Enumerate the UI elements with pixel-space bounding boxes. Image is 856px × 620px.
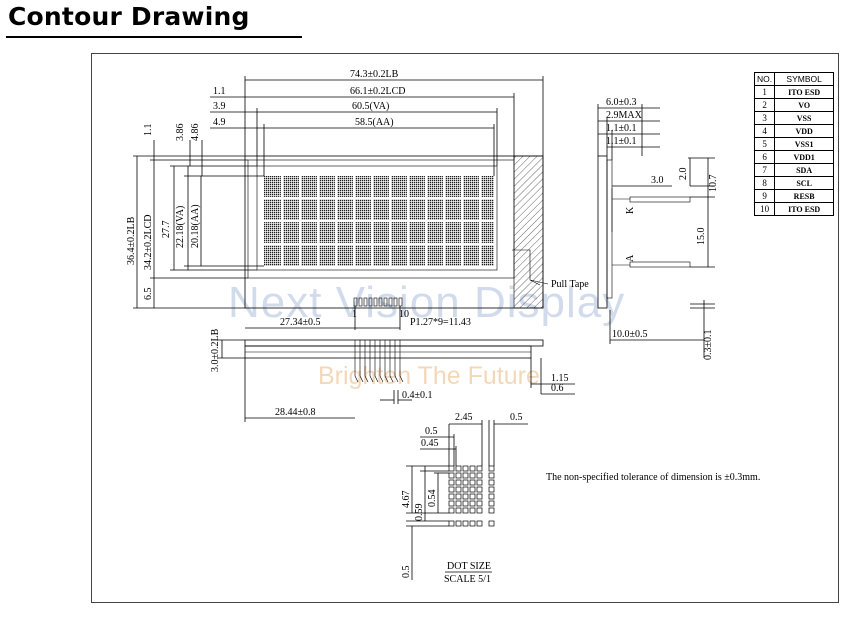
dot-size-label: DOT SIZE bbox=[447, 561, 491, 572]
pin1-label: 1 bbox=[352, 309, 357, 320]
pin-no: 4 bbox=[753, 124, 776, 138]
dim-fpc-offset: 28.44±0.8 bbox=[275, 407, 316, 418]
dim-6-5: 6.5 bbox=[143, 288, 154, 301]
pin-symbol: SCL bbox=[774, 176, 835, 190]
dim-va-width: 60.5(VA) bbox=[352, 101, 389, 112]
dot-scale-label: SCALE 5/1 bbox=[444, 574, 491, 585]
pin-symbol: VDD bbox=[774, 124, 835, 138]
pin-no: 7 bbox=[753, 163, 776, 177]
dim-height-lb: 36.4±0.2LB bbox=[126, 216, 137, 265]
dim-side-1-1b: 1.1±0.1 bbox=[606, 136, 637, 147]
pin-symbol: VSS bbox=[774, 111, 835, 125]
dim-dot-4-67: 4.67 bbox=[401, 491, 412, 509]
dim-v-4-86: 4.86 bbox=[190, 124, 201, 142]
dim-pin-pitch: P1.27*9=11.43 bbox=[410, 317, 471, 328]
pin-symbol: ITO ESD bbox=[774, 85, 835, 99]
dim-side-6-0: 6.0±0.3 bbox=[606, 97, 637, 108]
char-grid bbox=[264, 176, 494, 266]
dim-side-10-7: 10.7 bbox=[708, 175, 719, 193]
viewing-area bbox=[256, 165, 498, 271]
dim-aa-height: 20.18(AA) bbox=[190, 204, 201, 248]
dim-side-0-3: 0.3±0.1 bbox=[703, 330, 714, 361]
pin-no: 1 bbox=[753, 85, 776, 99]
dim-v-1-1: 1.1 bbox=[143, 124, 154, 137]
dim-pin-offset: 27.34±0.5 bbox=[280, 317, 321, 328]
dim-dot-0-45: 0.45 bbox=[421, 438, 439, 449]
dim-27-7: 27.7 bbox=[161, 221, 172, 239]
dim-side-15-0: 15.0 bbox=[696, 228, 707, 246]
dim-1-1: 1.1 bbox=[213, 86, 226, 97]
pin-symbol: VSS1 bbox=[774, 137, 835, 151]
dim-dot-0-5a: 0.5 bbox=[425, 426, 438, 437]
pin-table-header-no: NO. bbox=[753, 72, 776, 86]
pin-no: 3 bbox=[753, 111, 776, 125]
dim-dot-0-54: 0.54 bbox=[427, 490, 438, 508]
pull-tape-label: Pull Tape bbox=[551, 279, 589, 290]
pin-symbol: VO bbox=[774, 98, 835, 112]
pin-symbol: VDD1 bbox=[774, 150, 835, 164]
dim-dot-0-5-top: 0.5 bbox=[510, 412, 523, 423]
drawing-frame bbox=[91, 53, 839, 603]
side-view: 6.0±0.3 2.9MAX 1.1±0.1 1.1±0.1 2.0 10.7 … bbox=[597, 97, 719, 361]
pin-no: 8 bbox=[753, 176, 776, 190]
pin-table-header: NO. SYMBOL bbox=[753, 72, 835, 86]
hatched-edge bbox=[513, 155, 544, 309]
dim-dot-0-59: 0.59 bbox=[414, 504, 425, 522]
dim-overall-width: 74.3±0.2LB bbox=[350, 69, 399, 80]
dim-side-2-0: 2.0 bbox=[678, 168, 689, 181]
dim-side-1-1a: 1.1±0.1 bbox=[606, 123, 637, 134]
dim-side-10-0: 10.0±0.5 bbox=[612, 329, 648, 340]
dim-height-lcd: 34.2±0.2LCD bbox=[143, 215, 154, 271]
pin-symbol: ITO ESD bbox=[774, 202, 835, 216]
dim-0-6: 0.6 bbox=[551, 383, 564, 394]
pin-symbol: SDA bbox=[774, 163, 835, 177]
lcd-glass bbox=[247, 159, 515, 279]
pin-table-header-symbol: SYMBOL bbox=[774, 72, 835, 86]
label-k: K bbox=[625, 206, 636, 214]
pin10-label: 10 bbox=[399, 309, 409, 320]
label-a: A bbox=[625, 254, 636, 262]
dim-v-3-86: 3.86 bbox=[175, 124, 186, 142]
page-heading: Contour Drawing bbox=[8, 2, 250, 31]
pin-no: 9 bbox=[753, 189, 776, 203]
pin-symbol: RESB bbox=[774, 189, 835, 203]
dim-3-9: 3.9 bbox=[213, 101, 226, 112]
dim-lcd-width: 66.1±0.2LCD bbox=[350, 86, 406, 97]
heading-underline bbox=[6, 36, 302, 38]
dim-aa-width: 58.5(AA) bbox=[355, 117, 394, 128]
watermark-brand: Next Vision Display bbox=[228, 278, 626, 327]
dim-pin-width: 0.4±0.1 bbox=[402, 390, 433, 401]
dim-side-2-9: 2.9MAX bbox=[606, 110, 643, 121]
dot-size-detail: 2.45 0.5 0.5 0.45 4.67 0.59 0.54 0.5 DOT… bbox=[401, 412, 528, 585]
dim-dot-2-45: 2.45 bbox=[455, 412, 473, 423]
pin-no: 6 bbox=[753, 150, 776, 164]
dim-side-3-0: 3.0 bbox=[651, 175, 664, 186]
dim-1-15: 1.15 bbox=[551, 373, 569, 384]
dim-dot-0-5-bottom: 0.5 bbox=[401, 566, 412, 579]
tolerance-note: The non-specified tolerance of dimension… bbox=[546, 472, 761, 483]
dim-thickness: 3.0±0.2LB bbox=[210, 328, 221, 372]
pin-no: 5 bbox=[753, 137, 776, 151]
dim-va-height: 22.18(VA) bbox=[175, 206, 186, 248]
dim-4-9: 4.9 bbox=[213, 117, 226, 128]
front-view: 74.3±0.2LB 66.1±0.2LCD 60.5(VA) 58.5(AA)… bbox=[126, 69, 589, 330]
bottom-view: 3.0±0.2LB 28.44±0.8 0.4±0.1 1.15 0.6 bbox=[210, 328, 575, 422]
pin-no: 10 bbox=[753, 202, 776, 216]
pin-no: 2 bbox=[753, 98, 776, 112]
